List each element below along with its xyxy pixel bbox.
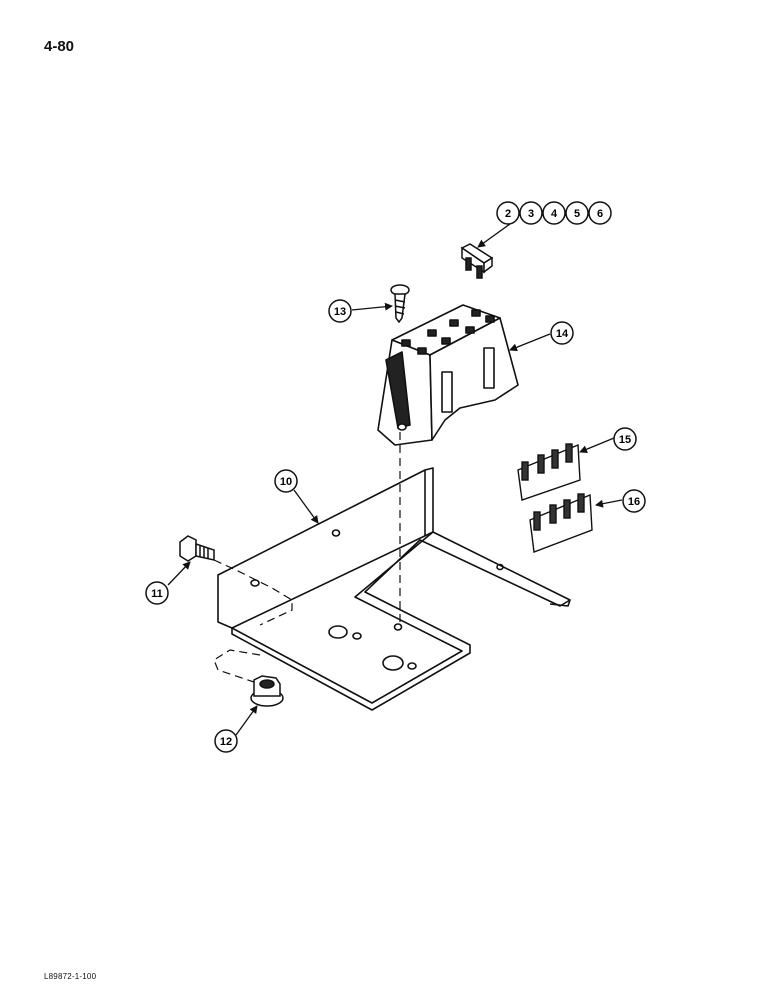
callout-5-label: 5: [574, 208, 580, 220]
callout-12-label: 12: [220, 736, 232, 748]
connector-strip-upper: [517, 443, 581, 501]
document-code: L89872-1-100: [44, 972, 97, 981]
assembly-lines: [213, 432, 401, 683]
callout-3: 3: [519, 201, 543, 225]
callout-15-label: 15: [619, 434, 631, 446]
page-number: 4-80: [44, 38, 75, 55]
callout-13-label: 13: [334, 306, 346, 318]
leader-lines: [167, 223, 623, 736]
callout-5: 5: [565, 201, 589, 225]
blade-fuse: [460, 243, 494, 279]
callout-10: 10: [274, 469, 298, 493]
callout-10-label: 10: [280, 476, 292, 488]
callout-2: 2: [496, 201, 520, 225]
callout-6-label: 6: [597, 208, 603, 220]
callout-14-label: 14: [556, 328, 569, 340]
callout-15: 15: [613, 427, 637, 451]
fuse-block: [377, 304, 519, 446]
flange-nut: [250, 675, 284, 707]
callout-16: 16: [622, 489, 646, 513]
callout-4: 4: [542, 201, 566, 225]
connector-strip-lower: [529, 493, 593, 553]
callout-3-label: 3: [528, 208, 534, 220]
callout-12: 12: [214, 729, 238, 753]
callout-13: 13: [328, 299, 352, 323]
callout-14: 14: [550, 321, 574, 345]
self-tapping-screw: [390, 284, 410, 324]
callout-6: 6: [588, 201, 612, 225]
mounting-bracket: [217, 467, 571, 711]
callout-11-label: 11: [151, 588, 163, 600]
callout-2-label: 2: [505, 208, 511, 220]
hex-bolt: [179, 535, 215, 562]
callout-4-label: 4: [551, 208, 558, 220]
callout-16-label: 16: [628, 496, 640, 508]
callout-11: 11: [145, 581, 169, 605]
